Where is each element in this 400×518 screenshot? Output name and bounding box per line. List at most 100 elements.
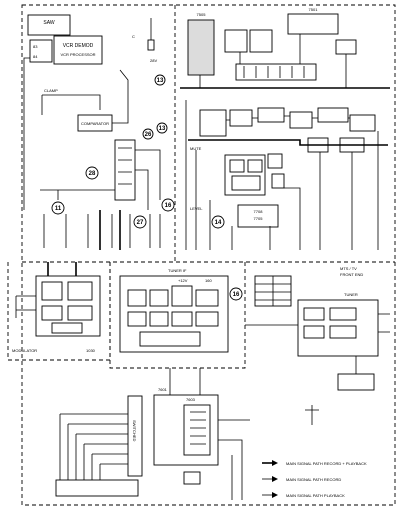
pin-label-b: 84: [33, 54, 38, 59]
marker-27-circle: [133, 215, 147, 229]
pin-label-c: CLAMP: [44, 88, 58, 93]
fe-sub-c: [303, 325, 325, 339]
ic-7705-label: 7705: [254, 216, 264, 221]
vp-lower-b: [247, 159, 263, 173]
wire-sw-a: [135, 149, 161, 200]
wire-drops: [43, 214, 161, 248]
marker-28: 28: [89, 171, 96, 177]
nvr-demod-label: VCR DEMOD: [63, 43, 94, 49]
resistor-28v: [147, 39, 155, 51]
marker-14-circle: [211, 215, 225, 229]
marker-16: 16: [165, 203, 172, 209]
ic-7708-box: [237, 204, 279, 228]
marker-16b: 16: [233, 292, 240, 298]
ic-7603-label: 7603: [186, 397, 196, 402]
wire-comp-in: [41, 94, 101, 115]
top-chip: [287, 13, 339, 35]
saw-block: [27, 14, 71, 36]
front-end-block: MTS / TV FRONT END TUNER: [245, 266, 390, 425]
switch-box: [114, 139, 136, 201]
marker-27: 27: [137, 220, 144, 226]
vcc-160-label: 160: [205, 278, 212, 283]
wire-mod-in: [15, 295, 36, 318]
switch-area: CLAMP COMPARATOR 13 13 26 28 27 11 16: [40, 69, 175, 250]
marker-13: 13: [157, 78, 164, 84]
marker-26-circle: [142, 128, 154, 140]
wire-rp-down: [185, 100, 379, 250]
wire-bottom-drops: [59, 414, 101, 480]
video-processor: 7505 7501 7708 7705 14 LEVEL MUTE: [180, 7, 390, 250]
legend: MAIN SIGNAL PATH RECORD + PLAYBACK MAIN …: [262, 460, 367, 498]
wire-sw-b: [135, 169, 149, 210]
mod-sub-a: [41, 281, 63, 301]
marker-26: 26: [145, 132, 152, 138]
marker-16b-circle: [229, 287, 243, 301]
vp-box-3: [257, 107, 285, 123]
filter-b: [249, 29, 273, 53]
ic-7708-label: 7708: [254, 209, 264, 214]
legend-rec-play: MAIN SIGNAL PATH RECORD + PLAYBACK: [286, 461, 367, 466]
connector-strip: [127, 395, 143, 477]
legend-playback: MAIN SIGNAL PATH PLAYBACK: [286, 493, 345, 498]
vp-box-5: [317, 107, 349, 123]
marker-13-circle: [154, 74, 166, 86]
if-sub-i: [139, 331, 201, 347]
bus-thick-left: [99, 210, 121, 250]
fe-sub-d: [329, 325, 357, 339]
legend-arrow-playback: [272, 492, 278, 498]
wire-vp-chain: [226, 115, 350, 121]
wire-fe: [245, 313, 390, 374]
fe-ground: [305, 405, 319, 425]
wire-comp-out: [112, 69, 129, 124]
ic-7501-label: 7501: [309, 7, 319, 12]
filter-a: [224, 29, 248, 53]
if-sub-g: [171, 311, 193, 327]
if-sub-e: [127, 311, 147, 327]
wire-vp-links: [199, 34, 347, 88]
vp-lower-a: [229, 159, 245, 173]
wire-bus-190: [40, 189, 115, 200]
tuner-if-label: TUNER IF: [168, 268, 187, 273]
ic-7601-label: 7601: [158, 387, 168, 392]
vp-lower-d: [267, 153, 283, 169]
bottom-connector: [55, 479, 139, 497]
if-sub-c: [171, 285, 193, 307]
bottom-small-ic: [183, 471, 201, 485]
chroma-strip-divs: [243, 66, 305, 78]
vcc-28v-label: 28V: [150, 58, 157, 63]
fe-sub-a: [303, 307, 325, 321]
ic-1030-label: 1030: [86, 348, 96, 353]
marker-25-circle: [156, 122, 168, 134]
marker-25: 13: [159, 126, 166, 132]
level-label: LEVEL: [190, 206, 203, 211]
ic-7505: [187, 19, 215, 76]
nvr-demod-box: [53, 35, 103, 65]
fe-table-grid: [255, 276, 291, 306]
wire-to-ic: [169, 368, 201, 395]
mod-sub-e: [51, 322, 83, 334]
marker-14: 14: [215, 220, 222, 226]
ic-7603-gates: [190, 411, 206, 445]
vp-lower-c: [231, 175, 261, 191]
mute-label: MUTE: [190, 146, 202, 151]
legend-arrow-record: [272, 476, 278, 482]
section-borders: [7, 4, 396, 506]
pin-label-a: 83: [33, 44, 38, 49]
marker-16-circle: [161, 198, 175, 212]
switch-contacts: [118, 147, 132, 185]
if-sub-h: [195, 311, 219, 327]
vcc-28v: 28V C: [132, 18, 157, 63]
fe-sub-e: [337, 373, 375, 391]
modulator-label: MODULATOR: [12, 348, 37, 353]
legend-arrow-rec-play: [272, 460, 278, 466]
vcc-12v-label: +12V: [178, 278, 188, 283]
saw-label: SAW: [43, 20, 54, 26]
connector-label: SWITCHED: [132, 420, 137, 441]
tuner-if-border: [109, 262, 246, 369]
if-sub-b: [149, 289, 169, 307]
ic-7603-box: [183, 404, 211, 456]
filter-c: [335, 39, 357, 55]
if-sub-d: [195, 289, 219, 307]
mts-tv-label: MTS / TV: [340, 266, 357, 271]
